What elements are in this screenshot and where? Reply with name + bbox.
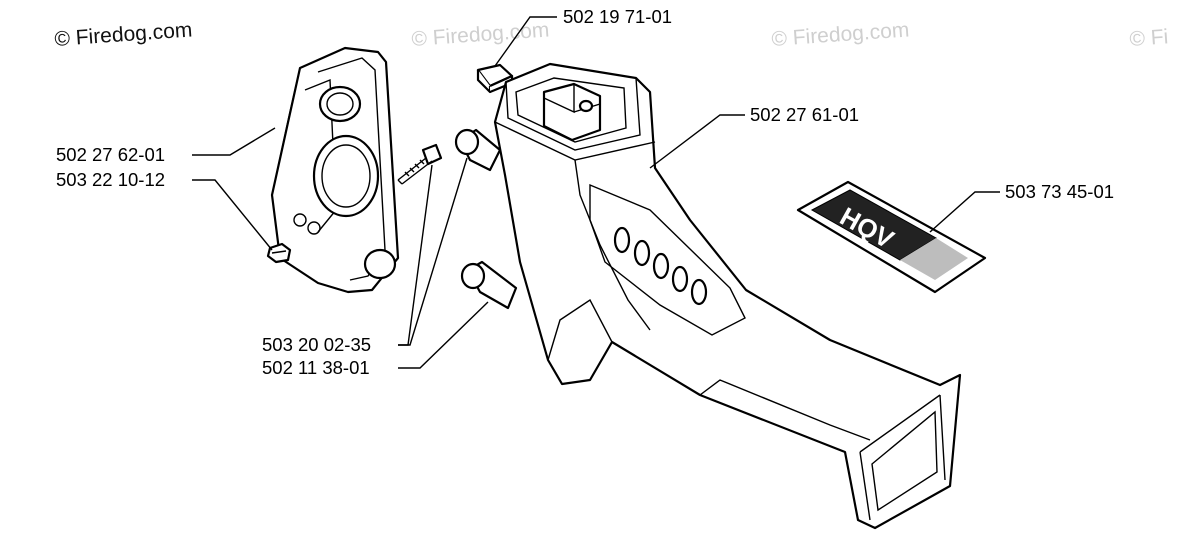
pin-upper <box>454 128 502 172</box>
label-503-22-10-12: 503 22 10-12 <box>56 169 165 190</box>
hex-nut <box>266 242 292 264</box>
label-502-11-38-01: 502 11 38-01 <box>262 357 370 378</box>
label-502-27-61-01: 502 27 61-01 <box>750 104 859 125</box>
label-502-19-71-01: 502 19 71-01 <box>563 6 672 27</box>
hqv-decal: HQV <box>796 180 987 294</box>
label-502-27-62-01: 502 27 62-01 <box>56 144 165 165</box>
screw <box>397 143 443 185</box>
handle-housing <box>493 62 962 530</box>
watermark-2: © Firedog.com <box>411 18 550 51</box>
watermark-1: © Firedog.com <box>54 18 193 51</box>
watermark-3: © Firedog.com <box>771 18 910 51</box>
leader-lines <box>192 16 1000 369</box>
label-503-20-02-35: 503 20 02-35 <box>262 334 371 355</box>
label-503-73-45-01: 503 73 45-01 <box>1005 181 1114 202</box>
side-cover-plate <box>270 46 400 294</box>
watermark-4: © Fi <box>1129 25 1169 51</box>
pin-lower <box>460 260 518 310</box>
